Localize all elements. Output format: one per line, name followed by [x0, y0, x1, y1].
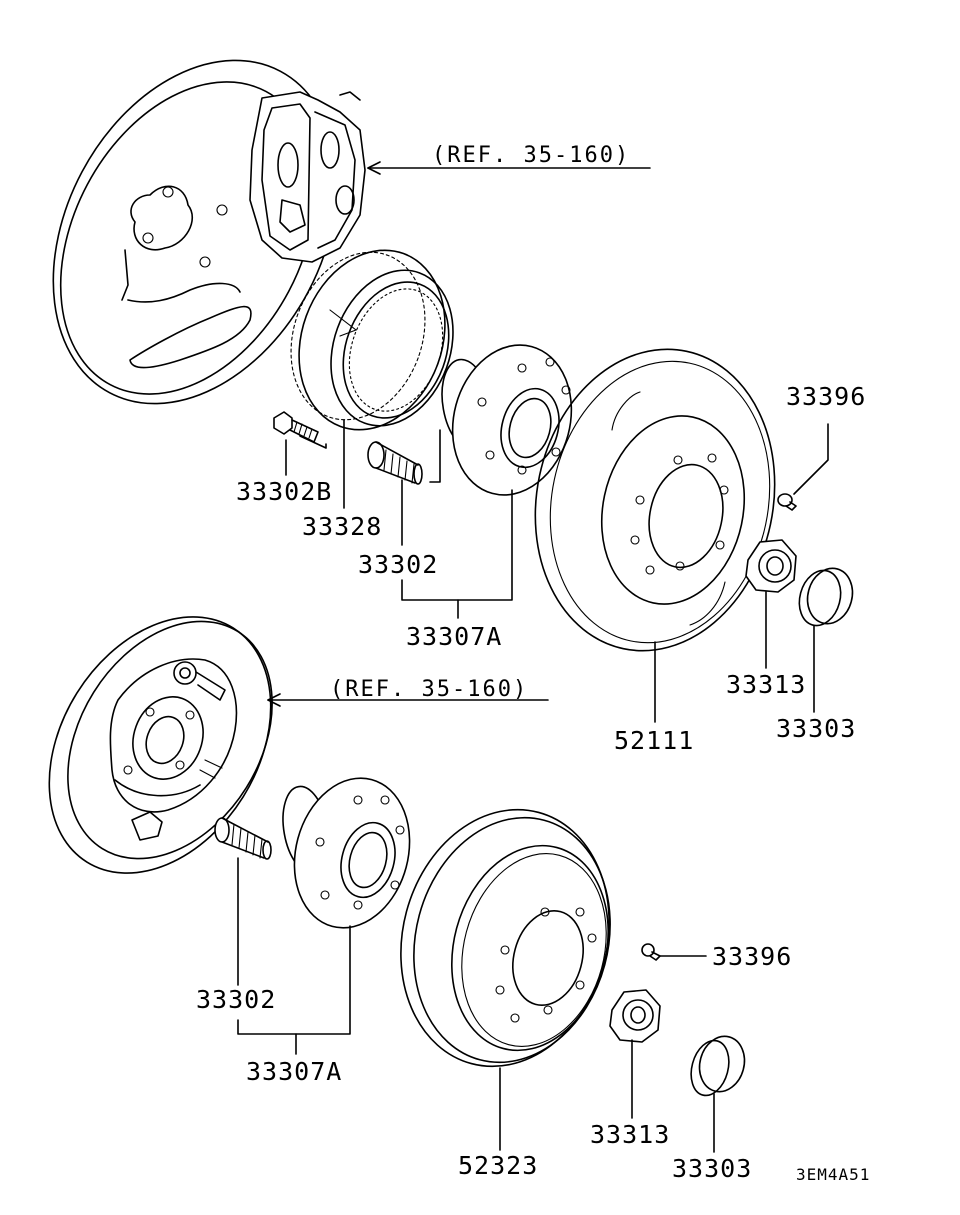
- part-label-33307a-upper: 33307A: [406, 622, 502, 651]
- wheel-stud-lower: [214, 817, 272, 860]
- part-label-52111: 52111: [614, 726, 694, 755]
- abs-rotor-ring: [290, 249, 454, 431]
- drawing-code: 3EM4A51: [796, 1165, 870, 1184]
- small-screw-33396-lower: [641, 943, 661, 961]
- part-label-52323: 52323: [458, 1151, 538, 1180]
- grease-cap-33303-upper: [798, 567, 854, 627]
- part-label-33302b: 33302B: [236, 477, 332, 506]
- ref-label-upper: (REF. 35-160): [432, 143, 630, 168]
- part-label-33302-lower: 33302: [196, 985, 276, 1014]
- hub-upper: [441, 344, 573, 496]
- leader-lines: [237, 161, 829, 1153]
- small-screw-33396-upper: [777, 493, 797, 511]
- part-label-33302-upper: 33302: [358, 550, 438, 579]
- part-label-33396-lower: 33396: [712, 942, 792, 971]
- grease-cap-33303-lower: [690, 1035, 746, 1097]
- part-label-33313-upper: 33313: [726, 670, 806, 699]
- brake-drum-52323: [400, 808, 611, 1068]
- part-label-33328: 33328: [302, 512, 382, 541]
- brake-disc-52111: [534, 348, 776, 652]
- lock-nut-33313-upper: [745, 539, 797, 593]
- part-label-33303-lower: 33303: [672, 1154, 752, 1183]
- lock-nut-33313-lower: [609, 989, 661, 1043]
- part-label-33307a-lower: 33307A: [246, 1057, 342, 1086]
- disc-brake-caliper: [249, 91, 366, 263]
- part-label-33313-lower: 33313: [590, 1120, 670, 1149]
- ref-label-lower: (REF. 35-160): [330, 677, 528, 702]
- hub-lower: [282, 777, 411, 929]
- disc-backing-plate: [52, 59, 338, 405]
- part-label-33303-upper: 33303: [776, 714, 856, 743]
- drum-backing-plate: [48, 616, 273, 874]
- wheel-stud-upper: [367, 441, 423, 485]
- hub-bolt-33302b: [273, 411, 319, 443]
- part-label-33396-upper: 33396: [786, 382, 866, 411]
